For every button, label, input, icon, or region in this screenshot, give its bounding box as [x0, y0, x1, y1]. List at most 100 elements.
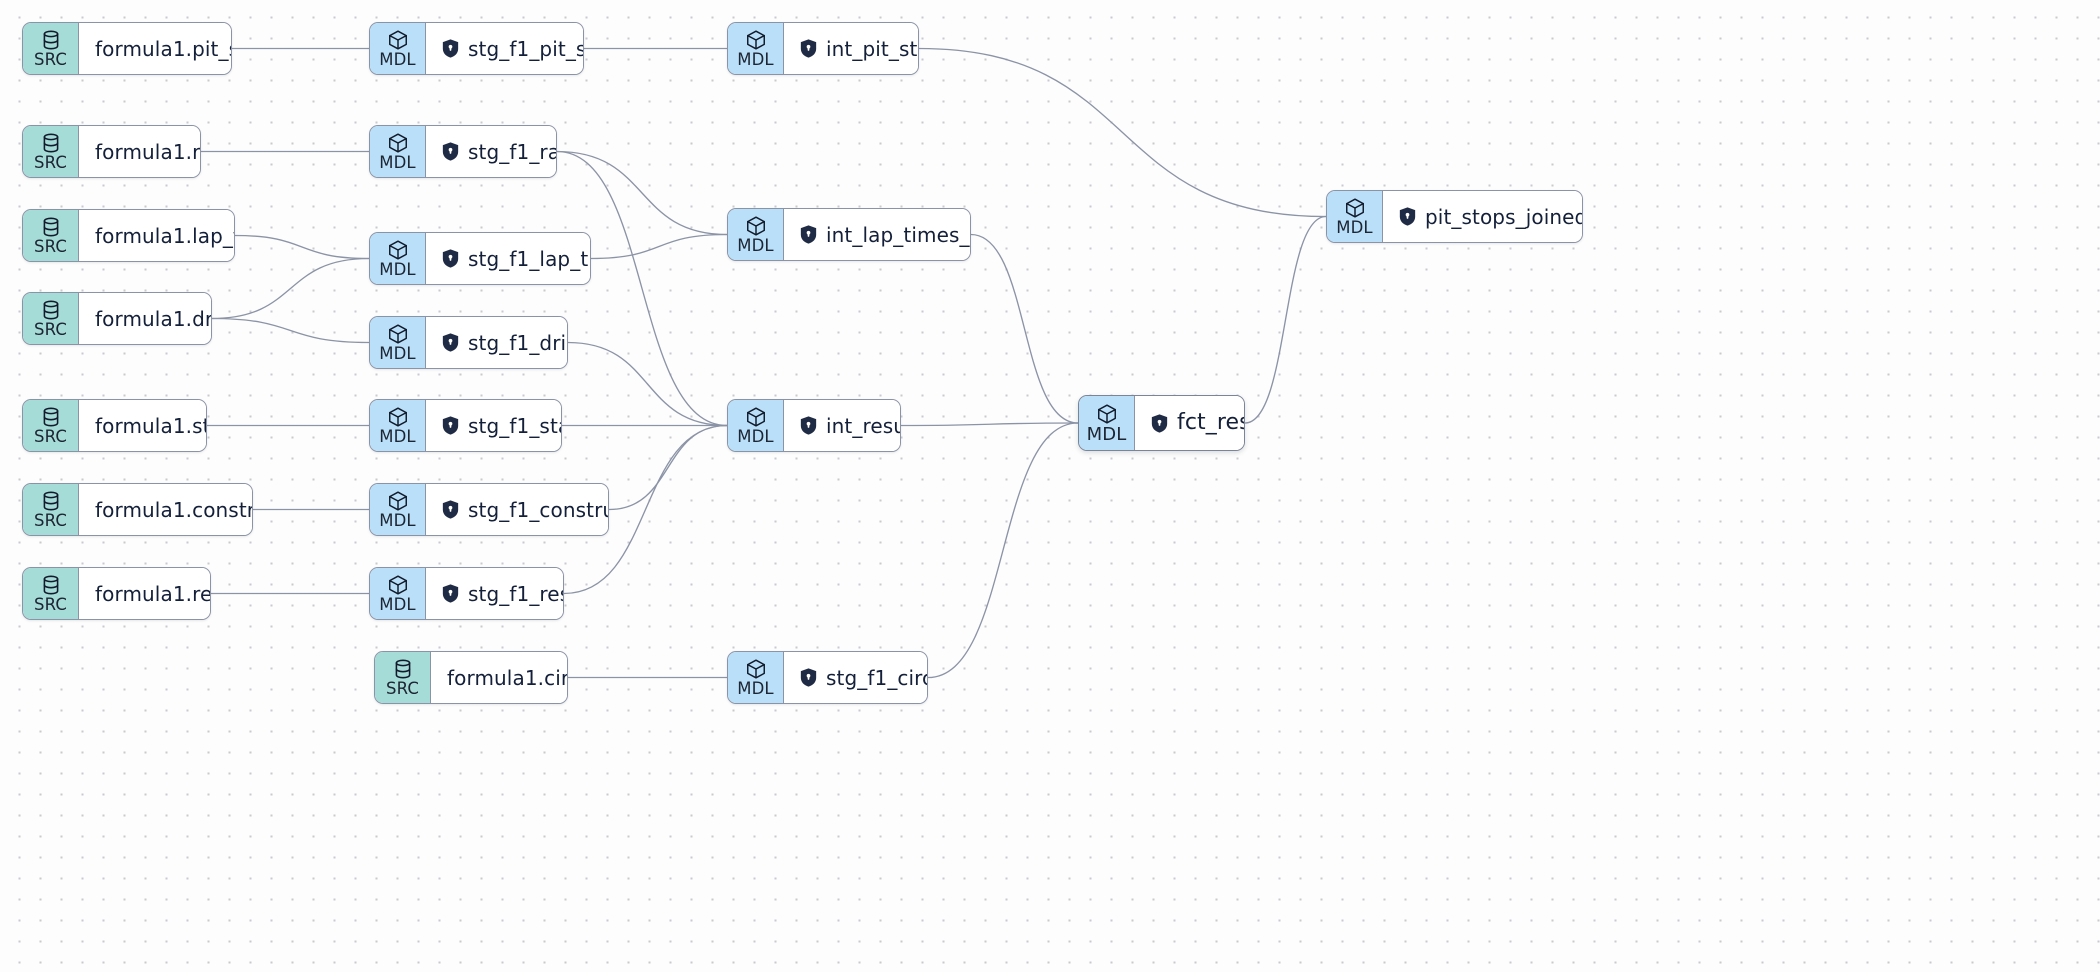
node-type-badge-mdl: MDL: [370, 23, 426, 74]
database-icon: [40, 490, 62, 512]
graph-edge-src_drivers-to-stg_lap_times: [211, 257, 370, 320]
cube-icon: [745, 406, 767, 428]
graph-node-int_results[interactable]: MDL int_results: [727, 399, 901, 452]
shield-icon: [1399, 207, 1416, 226]
graph-edge-stg_circuits-to-fct_results: [927, 422, 1079, 679]
node-type-badge-mdl: MDL: [370, 317, 426, 368]
node-type-badge-label: MDL: [737, 678, 774, 698]
node-type-badge-mdl: MDL: [728, 652, 784, 703]
node-body: stg_f1_lap_times: [426, 233, 590, 284]
cube-icon: [745, 29, 767, 51]
node-body: formula1.status: [79, 400, 207, 451]
graph-node-int_pit_stops[interactable]: MDL int_pit_stops: [727, 22, 919, 75]
graph-edge-int_results-to-fct_results: [900, 422, 1079, 427]
graph-node-src_lap_times[interactable]: SRC formula1.lap_times: [22, 209, 235, 262]
graph-node-stg_constructors[interactable]: MDL stg_f1_constructors: [369, 483, 609, 536]
node-type-badge-mdl: MDL: [1079, 396, 1135, 450]
graph-node-src_drivers[interactable]: SRC formula1.drivers: [22, 292, 212, 345]
graph-edge-stg_races-to-int_results: [556, 150, 728, 427]
database-icon: [40, 406, 62, 428]
node-type-badge-mdl: MDL: [370, 568, 426, 619]
node-body: fct_results: [1135, 396, 1244, 450]
node-label: pit_stops_joined: [1425, 204, 1583, 229]
graph-node-pit_stops_joined[interactable]: MDL pit_stops_joined: [1326, 190, 1583, 243]
shield-icon: [442, 249, 459, 268]
node-body: int_results: [784, 400, 900, 451]
graph-node-stg_circuits[interactable]: MDL stg_f1_circuits: [727, 651, 928, 704]
node-label: formula1.pit_stops: [95, 36, 231, 61]
cube-icon: [387, 239, 409, 261]
node-type-badge-mdl: MDL: [728, 23, 784, 74]
node-label: int_lap_times_years: [826, 222, 970, 247]
graph-edge-src_drivers-to-stg_drivers: [211, 317, 370, 344]
node-type-badge-label: MDL: [1336, 217, 1373, 237]
node-body: formula1.circuits: [431, 652, 568, 703]
node-body: formula1.races: [79, 126, 200, 177]
graph-node-stg_drivers[interactable]: MDL stg_f1_drivers: [369, 316, 568, 369]
graph-node-int_lap_times_years[interactable]: MDL int_lap_times_years: [727, 208, 971, 261]
cube-icon: [745, 658, 767, 680]
graph-node-src_status[interactable]: SRC formula1.status: [22, 399, 207, 452]
node-body: stg_f1_status: [426, 400, 561, 451]
graph-node-stg_lap_times[interactable]: MDL stg_f1_lap_times: [369, 232, 591, 285]
graph-edge-stg_races-to-int_lap_times_years: [556, 150, 728, 236]
node-label: int_results: [826, 413, 900, 438]
cube-icon: [745, 215, 767, 237]
node-type-badge-label: MDL: [379, 594, 416, 614]
node-type-badge-src: SRC: [23, 126, 79, 177]
node-type-badge-label: SRC: [34, 510, 67, 530]
node-body: formula1.results: [79, 568, 210, 619]
node-label: formula1.constructors: [95, 497, 253, 522]
graph-edge-stg_constructors-to-int_results: [608, 424, 728, 511]
shield-icon: [442, 416, 459, 435]
node-label: stg_f1_drivers: [468, 330, 567, 355]
cube-icon: [387, 132, 409, 154]
node-label: stg_f1_circuits: [826, 665, 927, 690]
node-type-badge-label: MDL: [379, 510, 416, 530]
node-type-badge-label: SRC: [34, 426, 67, 446]
node-body: formula1.lap_times: [79, 210, 234, 261]
node-type-badge-src: SRC: [23, 23, 79, 74]
shield-icon: [800, 416, 817, 435]
node-type-badge-label: MDL: [737, 235, 774, 255]
node-type-badge-label: MDL: [379, 259, 416, 279]
node-type-badge-label: MDL: [737, 49, 774, 69]
node-body: formula1.pit_stops: [79, 23, 231, 74]
graph-node-src_constructors[interactable]: SRC formula1.constructors: [22, 483, 253, 536]
node-type-badge-mdl: MDL: [728, 209, 784, 260]
node-type-badge-src: SRC: [23, 400, 79, 451]
node-type-badge-src: SRC: [23, 293, 79, 344]
node-type-badge-label: MDL: [737, 426, 774, 446]
node-type-badge-mdl: MDL: [370, 484, 426, 535]
graph-node-stg_status[interactable]: MDL stg_f1_status: [369, 399, 562, 452]
cube-icon: [387, 29, 409, 51]
node-body: int_lap_times_years: [784, 209, 970, 260]
database-icon: [40, 574, 62, 596]
graph-edge-src_lap_times-to-stg_lap_times: [234, 234, 370, 260]
node-type-badge-label: MDL: [379, 49, 416, 69]
shield-icon: [1151, 413, 1168, 433]
node-label: formula1.drivers: [95, 306, 211, 331]
node-type-badge-mdl: MDL: [370, 400, 426, 451]
node-label: int_pit_stops: [826, 36, 918, 61]
node-label: stg_f1_constructors: [468, 497, 608, 522]
node-label: formula1.status: [95, 413, 207, 438]
node-body: formula1.drivers: [79, 293, 211, 344]
node-type-badge-label: SRC: [34, 236, 67, 256]
node-type-badge-mdl: MDL: [1327, 191, 1383, 242]
node-body: stg_f1_constructors: [426, 484, 608, 535]
node-type-badge-label: MDL: [379, 426, 416, 446]
node-label: formula1.circuits: [447, 665, 568, 690]
node-type-badge-label: SRC: [34, 319, 67, 339]
graph-node-src_pit_stops[interactable]: SRC formula1.pit_stops: [22, 22, 232, 75]
node-type-badge-mdl: MDL: [370, 233, 426, 284]
node-label: stg_f1_status: [468, 413, 561, 438]
